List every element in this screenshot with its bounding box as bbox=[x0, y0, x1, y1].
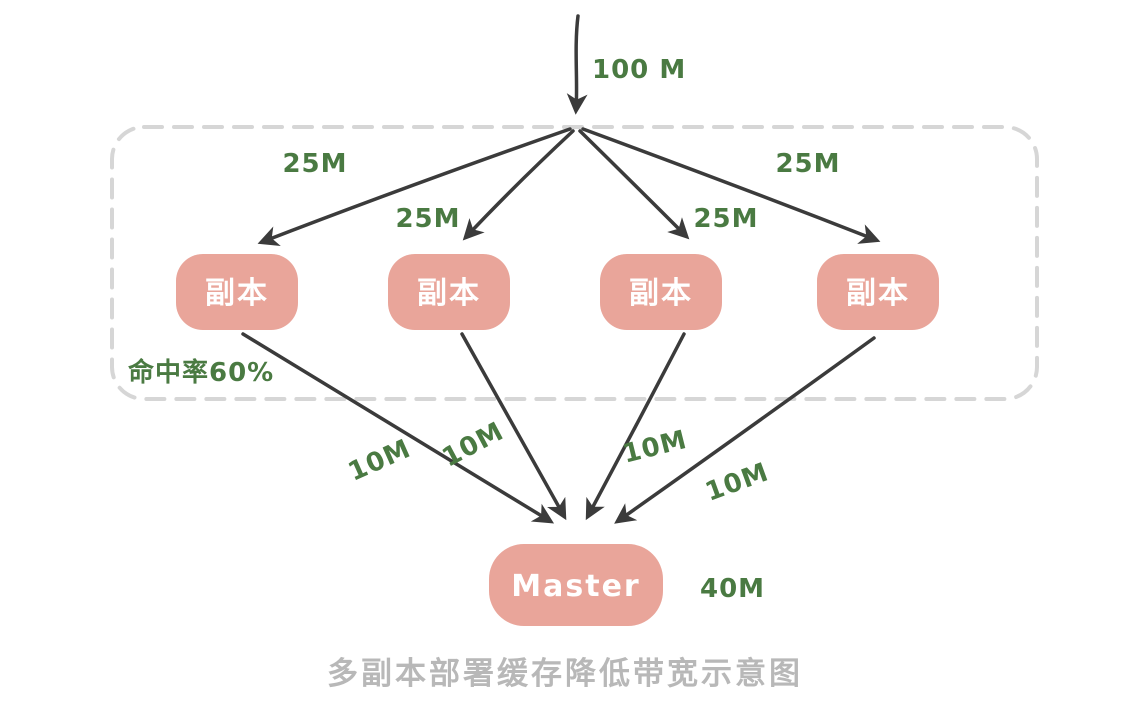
fanout-arrow-1 bbox=[257, 127, 572, 246]
replica-box-3 bbox=[600, 254, 722, 330]
diagram-caption: 多副本部署缓存降低带宽示意图 bbox=[327, 656, 803, 692]
fanout-arrows: 25M 25M 25M 25M bbox=[257, 127, 881, 246]
master-label: Master bbox=[511, 569, 640, 604]
incoming-traffic-label: 100 M bbox=[592, 55, 686, 85]
replica-label-2: 副本 bbox=[417, 276, 481, 311]
incoming-flow: 100 M bbox=[566, 14, 686, 115]
master-arrow-2 bbox=[460, 332, 567, 521]
master-arrow-label-1: 10M bbox=[344, 434, 416, 488]
master-box bbox=[489, 544, 663, 626]
master-arrow-3 bbox=[585, 332, 686, 521]
replica-node-2: 副本 bbox=[388, 254, 510, 330]
master-arrow-label-2: 10M bbox=[437, 416, 509, 473]
fanout-label-3: 25M bbox=[693, 204, 758, 234]
replica-label-4: 副本 bbox=[846, 276, 910, 311]
replica-node-3: 副本 bbox=[600, 254, 722, 330]
master-node: Master 40M bbox=[489, 544, 765, 626]
hit-rate-label: 命中率60% bbox=[128, 357, 274, 388]
incoming-arrow bbox=[566, 14, 588, 115]
replica-label-3: 副本 bbox=[629, 276, 693, 311]
master-arrow-1 bbox=[241, 332, 555, 524]
master-out-label: 40M bbox=[700, 574, 765, 604]
fanout-label-2: 25M bbox=[395, 204, 460, 234]
fanout-arrow-3 bbox=[578, 129, 690, 240]
fanout-arrow-2 bbox=[462, 129, 575, 241]
replica-box-4 bbox=[817, 254, 939, 330]
fanout-label-1: 25M bbox=[282, 149, 347, 179]
master-arrow-label-4: 10M bbox=[702, 457, 773, 507]
fanout-arrow-4 bbox=[581, 127, 881, 244]
master-arrows: 10M 10M 10M 10M bbox=[241, 332, 876, 524]
replica-node-4: 副本 bbox=[817, 254, 939, 330]
replica-node-1: 副本 bbox=[176, 254, 298, 330]
cache-cluster-boundary bbox=[110, 125, 1039, 401]
replica-box-1 bbox=[176, 254, 298, 330]
replica-box-2 bbox=[388, 254, 510, 330]
master-arrow-label-3: 10M bbox=[620, 425, 690, 470]
replica-label-1: 副本 bbox=[205, 276, 269, 311]
master-arrow-4 bbox=[614, 336, 876, 524]
fanout-label-4: 25M bbox=[775, 149, 840, 179]
